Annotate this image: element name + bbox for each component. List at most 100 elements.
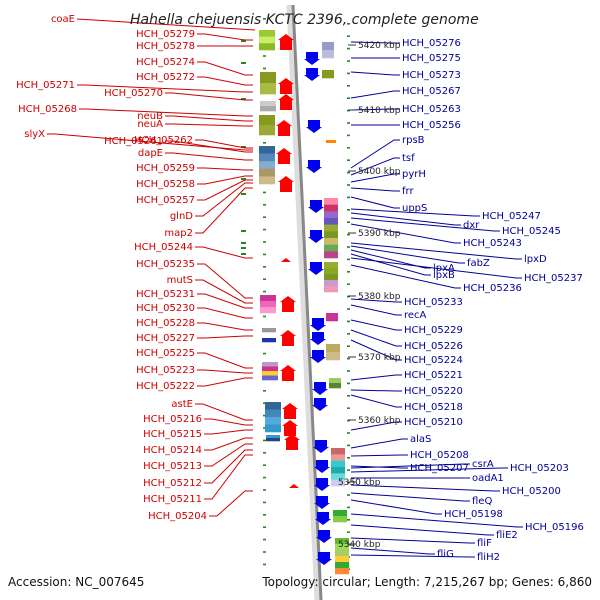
left-gene-label[interactable]: HCH_05227 — [136, 333, 195, 344]
left-gene-label[interactable]: HCH_05279 — [136, 29, 195, 40]
right-gene-label[interactable]: HCH_05267 — [402, 86, 461, 97]
left-gene-label[interactable]: HCH_05261 — [104, 136, 163, 147]
right-gene-label[interactable]: HCH_05220 — [404, 386, 463, 397]
ruler-label: 5360 kbp — [358, 416, 401, 426]
right-gene-label[interactable]: tsf — [402, 153, 415, 164]
right-gene-label[interactable]: HCH_05224 — [404, 355, 463, 366]
left-gene-label[interactable]: HCH_05259 — [136, 163, 195, 174]
left-gene-label[interactable]: HCH_05244 — [134, 242, 193, 253]
header-left-label[interactable]: coaE — [51, 14, 75, 25]
left-gene-label[interactable]: HCH_05225 — [136, 348, 195, 359]
right-gene-label[interactable]: HCH_05207 — [410, 463, 469, 474]
leader-line — [350, 554, 475, 558]
right-gene-label[interactable]: HCH_05276 — [402, 38, 461, 49]
right-gene-label[interactable]: HCH_05273 — [402, 70, 461, 81]
right-gene-label[interactable]: oadA1 — [472, 473, 504, 484]
left-gene-label[interactable]: HCH_05211 — [143, 494, 202, 505]
forward-gene-arrow — [278, 125, 290, 136]
left-gene-label[interactable]: HCH_05204 — [148, 511, 207, 522]
left-gene-label[interactable]: mutS — [167, 275, 193, 286]
left-gene-label[interactable]: HCH_05216 — [143, 414, 202, 425]
right-gene-label[interactable]: fleQ — [472, 496, 492, 507]
right-gene-label[interactable]: HCH_05196 — [525, 522, 584, 533]
reverse-gene-arrow — [317, 512, 329, 520]
left-gene-label[interactable]: neuB — [137, 111, 163, 122]
right-gene-label[interactable]: HCH_05245 — [502, 226, 561, 237]
left-gene-label[interactable]: HCH_05272 — [136, 72, 195, 83]
right-gene-label[interactable]: HCH_05221 — [404, 370, 463, 381]
leader-lines — [47, 33, 523, 558]
left-gene-label[interactable]: astE — [171, 399, 193, 410]
left-gene-label[interactable]: HCH_05223 — [136, 365, 195, 376]
tick-mark — [347, 271, 350, 273]
right-gene-label[interactable]: HCH_05229 — [404, 325, 463, 336]
right-gene-label[interactable]: pyrH — [402, 169, 426, 180]
tick-mark — [347, 295, 350, 298]
left-gene-label[interactable]: HCH_05257 — [136, 195, 195, 206]
gene-block — [329, 383, 341, 389]
right-gene-label[interactable]: fliE2 — [496, 530, 518, 541]
gene-block — [324, 244, 338, 252]
left-gene-label[interactable]: map2 — [164, 228, 193, 239]
right-gene-label[interactable]: HCH_05237 — [524, 273, 583, 284]
tick-mark — [347, 23, 350, 25]
right-gene-label[interactable]: fliF — [477, 538, 492, 549]
right-gene-label[interactable]: alaS — [410, 434, 431, 445]
left-gene-label[interactable]: HCH_05235 — [136, 259, 195, 270]
right-gene-label[interactable]: HCH_05208 — [410, 450, 469, 461]
right-gene-label[interactable]: uppS — [402, 203, 427, 214]
right-gene-label[interactable]: lpxA — [433, 263, 455, 274]
right-gene-label[interactable]: HCH_05247 — [482, 211, 541, 222]
gene-block — [335, 568, 349, 575]
gene-block — [262, 338, 276, 343]
gene-block — [324, 262, 338, 269]
left-gene-label[interactable]: neuA — [137, 119, 163, 130]
right-gene-label[interactable]: HCH_05200 — [502, 486, 561, 497]
right-gene-label[interactable]: HCH_05263 — [402, 104, 461, 115]
right-gene-label[interactable]: fabZ — [467, 258, 490, 269]
left-gene-label[interactable]: dapE — [138, 148, 163, 159]
left-gene-label[interactable]: HCH_05278 — [136, 41, 195, 52]
right-gene-label[interactable]: HCH_05210 — [404, 417, 463, 428]
right-gene-label[interactable]: HCH_05226 — [404, 341, 463, 352]
right-gene-label[interactable]: dxr — [463, 220, 480, 231]
left-gene-label[interactable]: HCH_05222 — [136, 381, 195, 392]
left-gene-label[interactable]: HCH_05271 — [16, 80, 75, 91]
right-gene-label[interactable]: HCH_05218 — [404, 402, 463, 413]
left-gene-label[interactable]: HCH_05214 — [143, 445, 202, 456]
right-gene-label[interactable]: HCH_05233 — [404, 297, 463, 308]
right-gene-label[interactable]: HCH_05203 — [510, 463, 569, 474]
right-gene-label[interactable]: lpxD — [524, 254, 547, 265]
right-gene-label[interactable]: fliH2 — [477, 552, 500, 563]
left-gene-label[interactable]: HCH_05270 — [104, 88, 163, 99]
left-gene-label[interactable]: HCH_05231 — [136, 289, 195, 300]
left-gene-label[interactable]: HCH_05213 — [143, 461, 202, 472]
right-gene-label[interactable]: csrA — [472, 459, 494, 470]
left-gene-label[interactable]: HCH_05258 — [136, 179, 195, 190]
left-gene-label[interactable]: HCH_05228 — [136, 318, 195, 329]
right-gene-label[interactable]: HCH_05198 — [444, 509, 503, 520]
right-gene-label[interactable]: recA — [404, 310, 427, 321]
leader-line — [350, 499, 442, 515]
right-gene-label[interactable]: HCH_05275 — [402, 53, 461, 64]
right-gene-label[interactable]: frr — [402, 186, 414, 197]
right-gene-label[interactable]: rpsB — [402, 135, 425, 146]
right-gene-label[interactable]: HCH_05243 — [463, 238, 522, 249]
gene-block — [324, 286, 338, 293]
left-gene-label[interactable]: HCH_05212 — [143, 478, 202, 489]
left-gene-label[interactable]: HCH_05215 — [143, 429, 202, 440]
tick-mark — [241, 62, 246, 64]
reverse-gene-arrow — [318, 552, 330, 560]
right-gene-label[interactable]: fliG — [437, 549, 454, 560]
left-gene-label[interactable]: glnD — [170, 211, 193, 222]
leader-line — [195, 139, 253, 149]
gene-blocks — [259, 30, 349, 575]
left-gene-label[interactable]: HCH_05274 — [136, 57, 195, 68]
left-gene-label[interactable]: HCH_05268 — [18, 104, 77, 115]
left-gene-label[interactable]: slyX — [24, 129, 45, 140]
left-gene-label[interactable]: HCH_05262 — [134, 135, 193, 146]
right-gene-label[interactable]: HCH_05256 — [402, 120, 461, 131]
left-gene-label[interactable]: HCH_05230 — [136, 303, 195, 314]
right-gene-label[interactable]: lpxB — [433, 270, 455, 281]
right-gene-label[interactable]: HCH_05236 — [463, 283, 522, 294]
